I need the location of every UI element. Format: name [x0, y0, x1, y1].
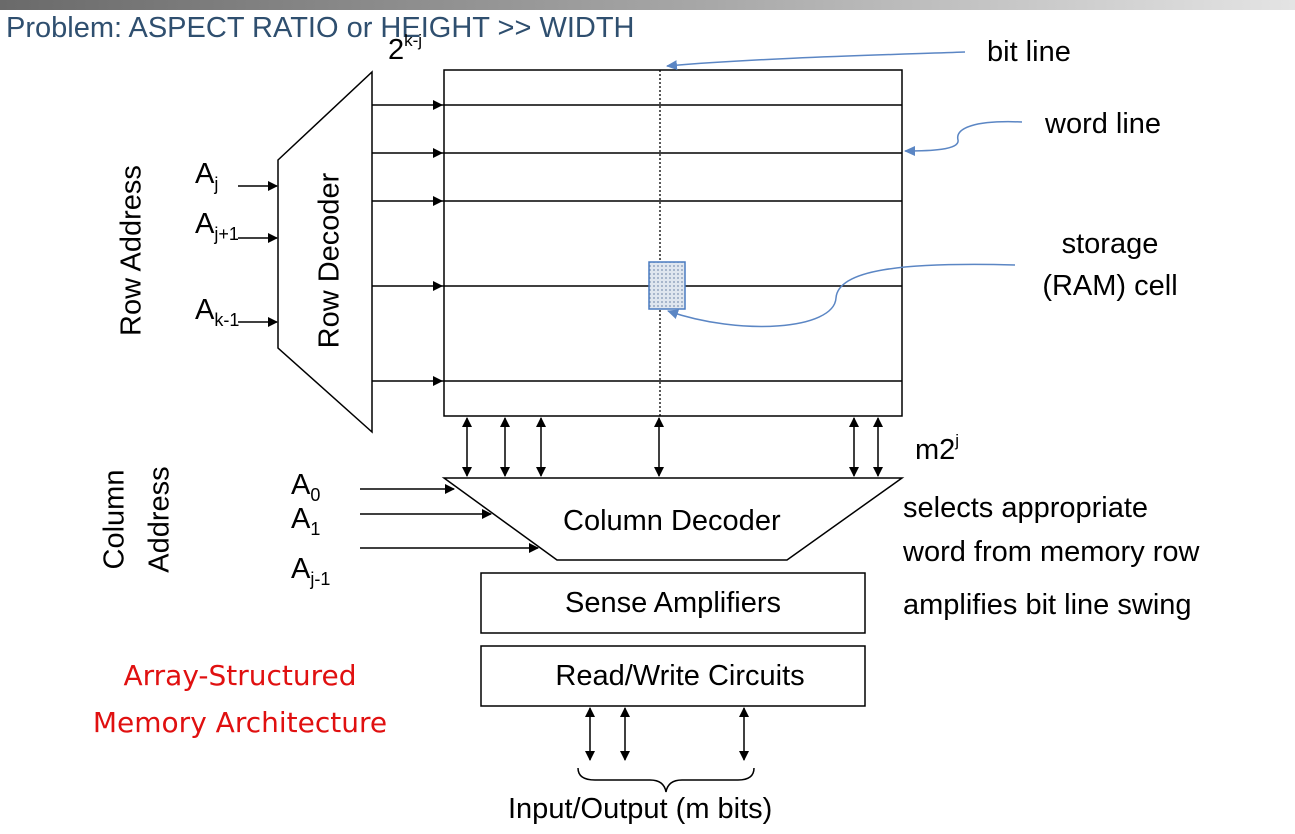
word-line-arrowhead: [433, 196, 443, 206]
caption-line1: Array-Structured: [123, 659, 357, 692]
row-address-label: Row Address: [115, 165, 148, 336]
word-line-callout: [904, 120, 1023, 156]
column-address-input-a0: A0: [291, 469, 321, 505]
storage-cell-callout: [667, 263, 1016, 328]
column-address-label-line2: Address: [143, 466, 176, 573]
row-decoder-shape: [277, 70, 373, 434]
row-address-input-aj: Aj: [195, 158, 219, 194]
top-bar: [0, 0, 1295, 10]
row-count-label: 2k-j: [388, 31, 423, 66]
word-lines: [372, 104, 902, 382]
column-decoder-desc-line2: word from memory row: [903, 536, 1200, 568]
word-line-label: word line: [1045, 108, 1162, 140]
column-address-input-a1: A1: [291, 503, 321, 539]
page-title: Problem: ASPECT RATIO or HEIGHT >> WIDTH: [6, 12, 635, 44]
word-line-arrowhead: [433, 281, 443, 291]
column-decoder-shape: [441, 477, 905, 561]
word-line-arrowhead: [433, 148, 443, 158]
io-label: Input/Output (m bits): [508, 793, 773, 825]
bit-line-label: bit line: [987, 36, 1071, 68]
column-decoder-label: Column Decoder: [563, 505, 781, 537]
sense-amplifiers-desc: amplifies bit line swing: [903, 589, 1192, 621]
column-lines: [462, 417, 883, 477]
read-write-label: Read/Write Circuits: [555, 660, 805, 692]
column-count-label: m2j: [915, 431, 960, 466]
storage-cell-label-line2: (RAM) cell: [1042, 270, 1178, 302]
memory-array: [443, 69, 903, 417]
column-decoder-desc-line1: selects appropriate: [903, 492, 1149, 524]
sense-amplifiers-box: [480, 572, 866, 634]
row-address-input-ak1: Ak-1: [195, 294, 240, 330]
column-address-input-aj1: Aj-1: [291, 553, 331, 589]
sense-amplifiers-label: Sense Amplifiers: [565, 587, 781, 619]
word-line-arrowhead: [433, 376, 443, 386]
column-address-label-line1: Column: [98, 469, 131, 570]
storage-cell-label-line1: storage: [1061, 228, 1159, 260]
storage-cell: [648, 261, 686, 310]
read-write-box: [480, 645, 866, 707]
word-line-arrowheads: [433, 100, 443, 386]
row-decoder-label: Row Decoder: [313, 172, 346, 349]
bit-line-callout: [666, 51, 966, 71]
caption-line2: Memory Architecture: [92, 706, 388, 739]
word-line-arrowhead: [433, 100, 443, 110]
io-brace: [577, 767, 755, 793]
row-address-input-aj1: Aj+1: [195, 208, 239, 244]
